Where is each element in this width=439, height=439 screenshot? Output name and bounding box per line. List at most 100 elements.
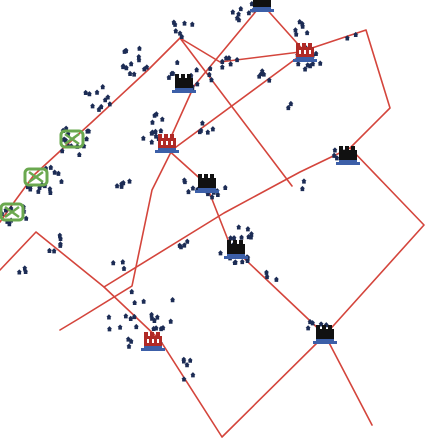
house-icon [205, 129, 211, 135]
house-icon [310, 320, 316, 326]
house-icon [141, 298, 147, 304]
house-icon [190, 185, 196, 191]
house-icon [121, 265, 127, 271]
house-icon [51, 248, 57, 254]
house-icon [317, 60, 323, 66]
house-icon [46, 247, 53, 254]
house-icon [59, 148, 65, 154]
house-icon [96, 106, 102, 112]
house-icon [293, 31, 299, 37]
house-icon [126, 343, 132, 349]
house-icon [234, 56, 240, 63]
house-icon [299, 185, 306, 192]
house-icon [174, 59, 180, 65]
house-icon [126, 178, 133, 184]
house-icon [206, 71, 212, 78]
house-icon [261, 71, 267, 77]
house-icon [207, 65, 213, 71]
house-icon [217, 250, 224, 256]
house-icon [297, 19, 303, 25]
black-factory-icon[interactable] [195, 174, 219, 193]
green-farm-icon[interactable] [0, 202, 25, 222]
house-icon [149, 130, 155, 136]
house-icon [107, 101, 113, 107]
house-icon [194, 81, 200, 87]
house-icon [238, 5, 244, 12]
green-farm-icon[interactable] [59, 129, 85, 149]
house-icon [313, 50, 319, 56]
house-icon [114, 183, 120, 189]
house-icon [57, 242, 63, 248]
black-factory-icon[interactable] [336, 146, 360, 165]
house-icon [23, 215, 29, 221]
black-factory-icon[interactable] [313, 325, 337, 344]
house-icon [295, 61, 301, 67]
cities-layer [141, 0, 360, 351]
house-icon [105, 94, 111, 100]
house-icon [129, 288, 135, 295]
house-icon [231, 235, 237, 241]
house-icon [177, 30, 183, 36]
house-icon [310, 61, 316, 67]
house-icon [353, 31, 359, 38]
house-icon [181, 20, 188, 26]
black-factory-icon[interactable] [250, 0, 274, 12]
house-icon [189, 21, 195, 27]
house-icon [149, 139, 155, 145]
roads-layer [0, 3, 425, 438]
house-icon [222, 184, 228, 190]
house-icon [178, 244, 184, 250]
house-icon [292, 27, 299, 33]
house-icon [239, 258, 245, 265]
house-icon [152, 128, 159, 134]
house-icon [223, 55, 229, 61]
house-icon [47, 189, 53, 195]
road-1 [0, 29, 391, 288]
house-icon [181, 358, 187, 364]
black-factory-icon[interactable] [172, 74, 196, 93]
house-icon [238, 234, 245, 240]
house-icon [58, 178, 65, 184]
house-icon [118, 183, 125, 189]
house-icon [55, 170, 62, 176]
black-factory-icon[interactable] [224, 240, 248, 259]
green-farm-icon[interactable] [23, 167, 49, 187]
house-icon [288, 100, 294, 107]
house-icon [210, 126, 216, 132]
house-icon [168, 318, 174, 324]
house-icon [151, 325, 157, 332]
house-icon [184, 238, 190, 244]
house-icon [219, 64, 225, 70]
house-icon [23, 268, 29, 274]
red-factory-icon[interactable] [141, 332, 165, 351]
house-icon [302, 66, 308, 72]
house-icon [94, 89, 100, 95]
house-icon [173, 28, 179, 34]
house-icon [52, 169, 58, 175]
house-icon [117, 324, 123, 330]
red-factory-icon[interactable] [293, 43, 317, 62]
house-icon [208, 77, 215, 83]
house-icon [248, 231, 255, 237]
house-icon [256, 73, 262, 79]
house-icon [48, 164, 54, 170]
house-icon [121, 48, 128, 54]
house-icon [100, 84, 106, 90]
house-icon [273, 276, 280, 282]
house-icon [57, 235, 64, 241]
house-icon [120, 259, 126, 265]
house-icon [170, 70, 176, 76]
house-icon [263, 269, 270, 275]
house-icon [140, 135, 146, 141]
house-icon [120, 180, 126, 186]
house-icon [76, 151, 82, 158]
house-icon [264, 273, 270, 280]
house-icon [148, 311, 155, 318]
house-icon [106, 314, 112, 320]
house-icon [123, 313, 129, 319]
house-icon [245, 226, 251, 232]
house-icon [236, 224, 242, 230]
red-factory-icon[interactable] [155, 134, 179, 153]
